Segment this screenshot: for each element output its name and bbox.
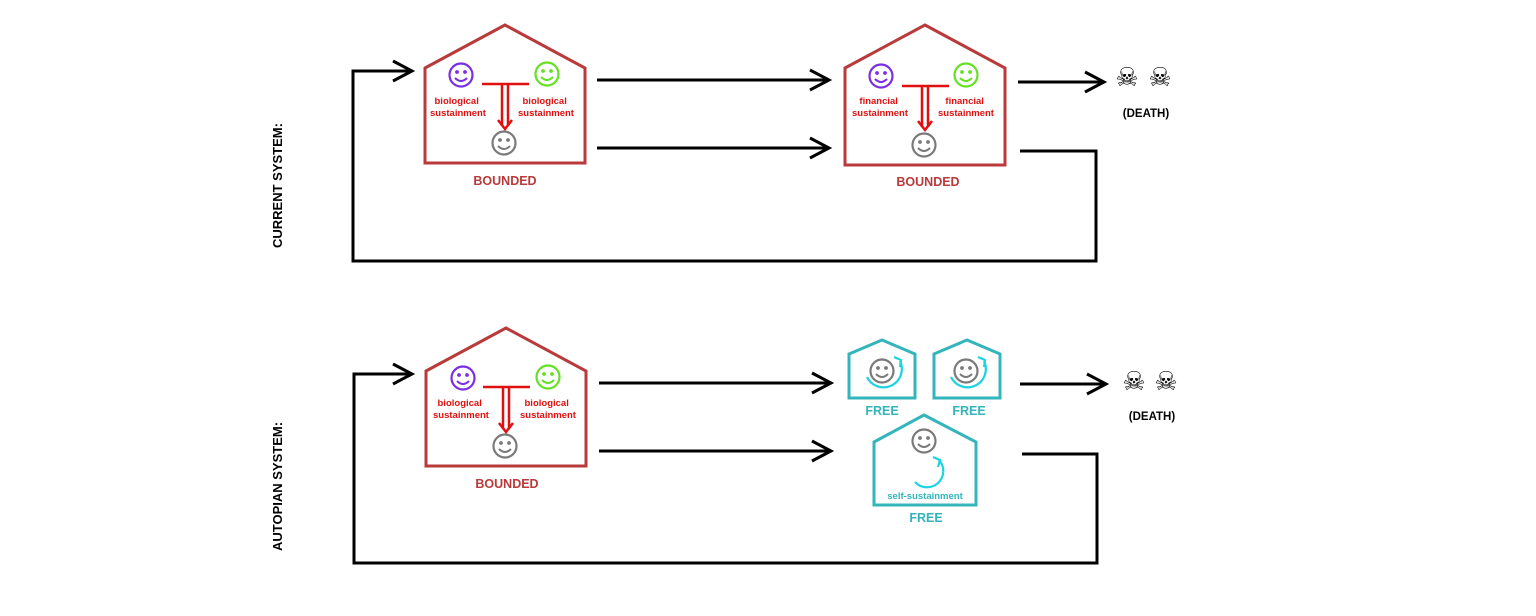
free-house-small-2: FREE (932, 338, 1002, 418)
free-house-small-1: FREE (847, 338, 917, 418)
autopian-death: ☠ ☠ (DEATH) (1122, 367, 1177, 423)
death-label: (DEATH) (1129, 411, 1176, 423)
free-label: FREE (952, 404, 985, 418)
gray-smiley-icon (911, 132, 937, 158)
autopian-death-arrow (1020, 372, 1110, 396)
free-label: FREE (865, 404, 898, 418)
gray-smiley-icon (953, 358, 979, 384)
left-sustainment-label: biological sustainment (433, 398, 490, 421)
skull-crossbones-icon: ☠ (1122, 367, 1145, 397)
gray-smiley-icon (491, 130, 517, 156)
free-house-outline (932, 338, 1002, 400)
purple-smiley-icon (868, 63, 894, 89)
current-death-arrow (1018, 70, 1108, 94)
death-label: (DEATH) (1123, 108, 1170, 120)
green-smiley-icon (535, 364, 561, 390)
free-house-outline (847, 338, 917, 400)
right-sustainment-label: financial sustainment (938, 96, 995, 119)
current-death: ☠ ☠ (DEATH) (1115, 63, 1171, 120)
purple-smiley-icon (448, 62, 474, 88)
free-label: FREE (909, 511, 942, 525)
merge-arrow (483, 385, 530, 435)
left-sustainment-label: financial sustainment (852, 96, 909, 119)
right-sustainment-label: biological sustainment (520, 398, 577, 421)
skull-crossbones-icon: ☠ (1154, 367, 1177, 397)
autopian-system-label: AUTOPIAN SYSTEM: (270, 422, 285, 551)
cycle-arrow-icon (866, 355, 903, 389)
self-sustainment-label: self-sustainment (887, 491, 963, 502)
autopian-house-1: biological sustainment biological sustai… (424, 326, 588, 491)
cycle-arrow-icon (950, 355, 987, 389)
gray-smiley-icon (492, 433, 518, 459)
autopian-loop-arrowhead (392, 362, 416, 386)
bounded-label: BOUNDED (473, 174, 536, 188)
bounded-label: BOUNDED (475, 477, 538, 491)
current-house-1: biological sustainment biological sustai… (423, 23, 587, 188)
gray-smiley-icon (911, 428, 937, 454)
green-smiley-icon (953, 62, 979, 88)
autopian-transition-arrows (599, 371, 835, 463)
current-feedback-loop (351, 69, 1098, 263)
green-smiley-icon (534, 61, 560, 87)
free-house-big: self-sustainment FREE (872, 413, 978, 525)
merge-arrow (902, 84, 949, 133)
purple-smiley-icon (450, 365, 476, 391)
skull-crossbones-icon: ☠ (1115, 63, 1138, 93)
gray-smiley-icon (869, 358, 895, 384)
left-sustainment-label: biological sustainment (430, 96, 487, 119)
cycle-arrow-icon (914, 455, 945, 489)
merge-arrow (482, 82, 529, 132)
bounded-house-outline (423, 23, 587, 165)
current-house-2: financial sustainment financial sustainm… (843, 23, 1007, 189)
free-house-outline (872, 413, 978, 507)
right-sustainment-label: biological sustainment (518, 96, 575, 119)
bounded-label: BOUNDED (896, 175, 959, 189)
bounded-house-outline (843, 23, 1007, 167)
current-loop-arrowhead (392, 59, 416, 83)
autopian-system: AUTOPIAN SYSTEM: (270, 326, 1178, 565)
current-system: CURRENT SYSTEM: (270, 23, 1172, 263)
current-system-label: CURRENT SYSTEM: (270, 123, 285, 248)
bounded-house-outline (424, 326, 588, 468)
skull-crossbones-icon: ☠ (1148, 63, 1171, 93)
current-transition-arrows (597, 68, 833, 160)
autopian-feedback-loop (352, 372, 1099, 565)
